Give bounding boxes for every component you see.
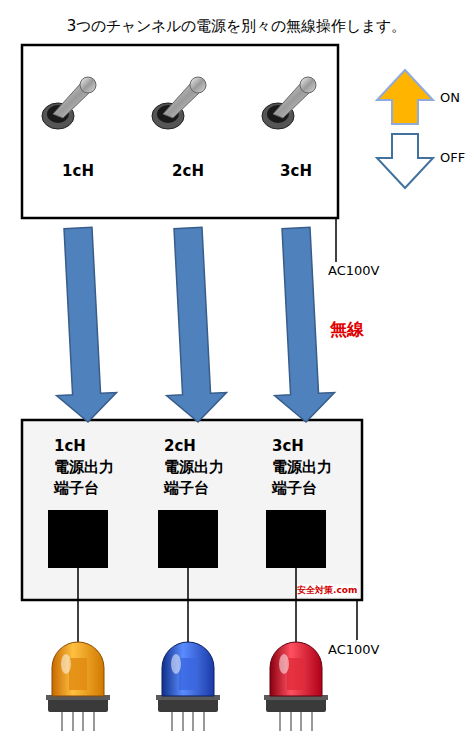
lamp-pin <box>82 710 84 731</box>
watermark: 安全対策.com <box>297 584 357 597</box>
receiver-box <box>22 420 362 600</box>
state-label: ON <box>440 90 460 105</box>
channel-label: 3cH <box>251 162 341 180</box>
terminal-label: 2cH 電源出力 端子台 <box>164 436 236 499</box>
power-label: AC100V <box>328 263 379 278</box>
lamp-pin <box>171 710 173 731</box>
lamp-rim <box>46 695 110 700</box>
switch-lever <box>273 82 312 118</box>
switch-nut <box>152 103 184 129</box>
power-wire <box>356 600 358 640</box>
switch-channel: 2cH <box>143 62 233 228</box>
switch-channel: 3cH <box>251 62 341 228</box>
switch-lever <box>53 82 92 118</box>
warning-lamp <box>46 642 110 731</box>
switch-hole <box>157 105 179 123</box>
lamp-reflector <box>69 658 87 690</box>
lamp-dome <box>52 642 104 696</box>
lamp-pin <box>192 710 194 731</box>
switch-lever <box>163 82 202 118</box>
switch-nut <box>42 103 74 129</box>
switch-channel: 1cH <box>33 62 123 228</box>
wireless-arrow <box>57 227 117 422</box>
lamp-pin <box>93 710 95 731</box>
lamp-highlight <box>171 654 181 674</box>
terminal-block <box>48 510 108 568</box>
wireless-arrow <box>275 227 335 422</box>
switch-nut <box>262 103 294 129</box>
lamp-wire <box>187 568 189 645</box>
lamp-pin <box>290 710 292 731</box>
power-wire <box>335 218 337 262</box>
lamp-base <box>48 698 108 712</box>
lamp-pin <box>311 710 313 731</box>
wireless-label: 無線 <box>330 318 364 341</box>
terminal-label: 1cH 電源出力 端子台 <box>54 436 126 499</box>
warning-lamp <box>156 642 220 731</box>
channel-label: 2cH <box>143 162 233 180</box>
lamp-rim <box>264 695 328 700</box>
terminal-label: 3cH 電源出力 端子台 <box>272 436 344 499</box>
lamp-reflector <box>179 658 197 690</box>
lamp-pin <box>300 710 302 731</box>
lamp-pin <box>203 710 205 731</box>
lamp-dome <box>270 642 322 696</box>
lamp-wire <box>295 568 297 645</box>
terminal-block-channel: 3cH 電源出力 端子台 <box>266 422 346 570</box>
terminal-block <box>158 510 218 568</box>
lamp-base <box>158 698 218 712</box>
warning-lamp <box>264 642 328 731</box>
lamp-dome <box>162 642 214 696</box>
lamp-pin <box>182 710 184 731</box>
lamp-base <box>266 698 326 712</box>
state-label: OFF <box>440 150 465 165</box>
terminal-block-channel: 1cH 電源出力 端子台 <box>48 422 128 570</box>
on-arrow <box>377 70 433 124</box>
wireless-arrow <box>167 227 227 422</box>
power-label: AC100V <box>328 642 379 657</box>
channel-label: 1cH <box>33 162 123 180</box>
toggle-switch <box>42 77 96 129</box>
lamp-pin <box>72 710 74 731</box>
lamp-pin <box>61 710 63 731</box>
diagram-title: 3つのチャンネルの電源を別々の無線操作します。 <box>0 17 473 36</box>
off-arrow <box>377 134 433 188</box>
lamp-highlight <box>279 654 289 674</box>
lamp-pin <box>279 710 281 731</box>
switch-tip <box>190 77 206 93</box>
toggle-switch <box>262 77 316 129</box>
terminal-block-channel: 2cH 電源出力 端子台 <box>158 422 238 570</box>
switch-tip <box>300 77 316 93</box>
switch-hole <box>47 105 69 123</box>
lamp-wire <box>77 568 79 645</box>
lamp-rim <box>156 695 220 700</box>
switch-hole <box>267 105 289 123</box>
toggle-switch <box>152 77 206 129</box>
transmitter-box <box>22 45 338 218</box>
lamp-highlight <box>61 654 71 674</box>
lamp-reflector <box>287 658 305 690</box>
switch-tip <box>80 77 96 93</box>
terminal-block <box>266 510 326 568</box>
